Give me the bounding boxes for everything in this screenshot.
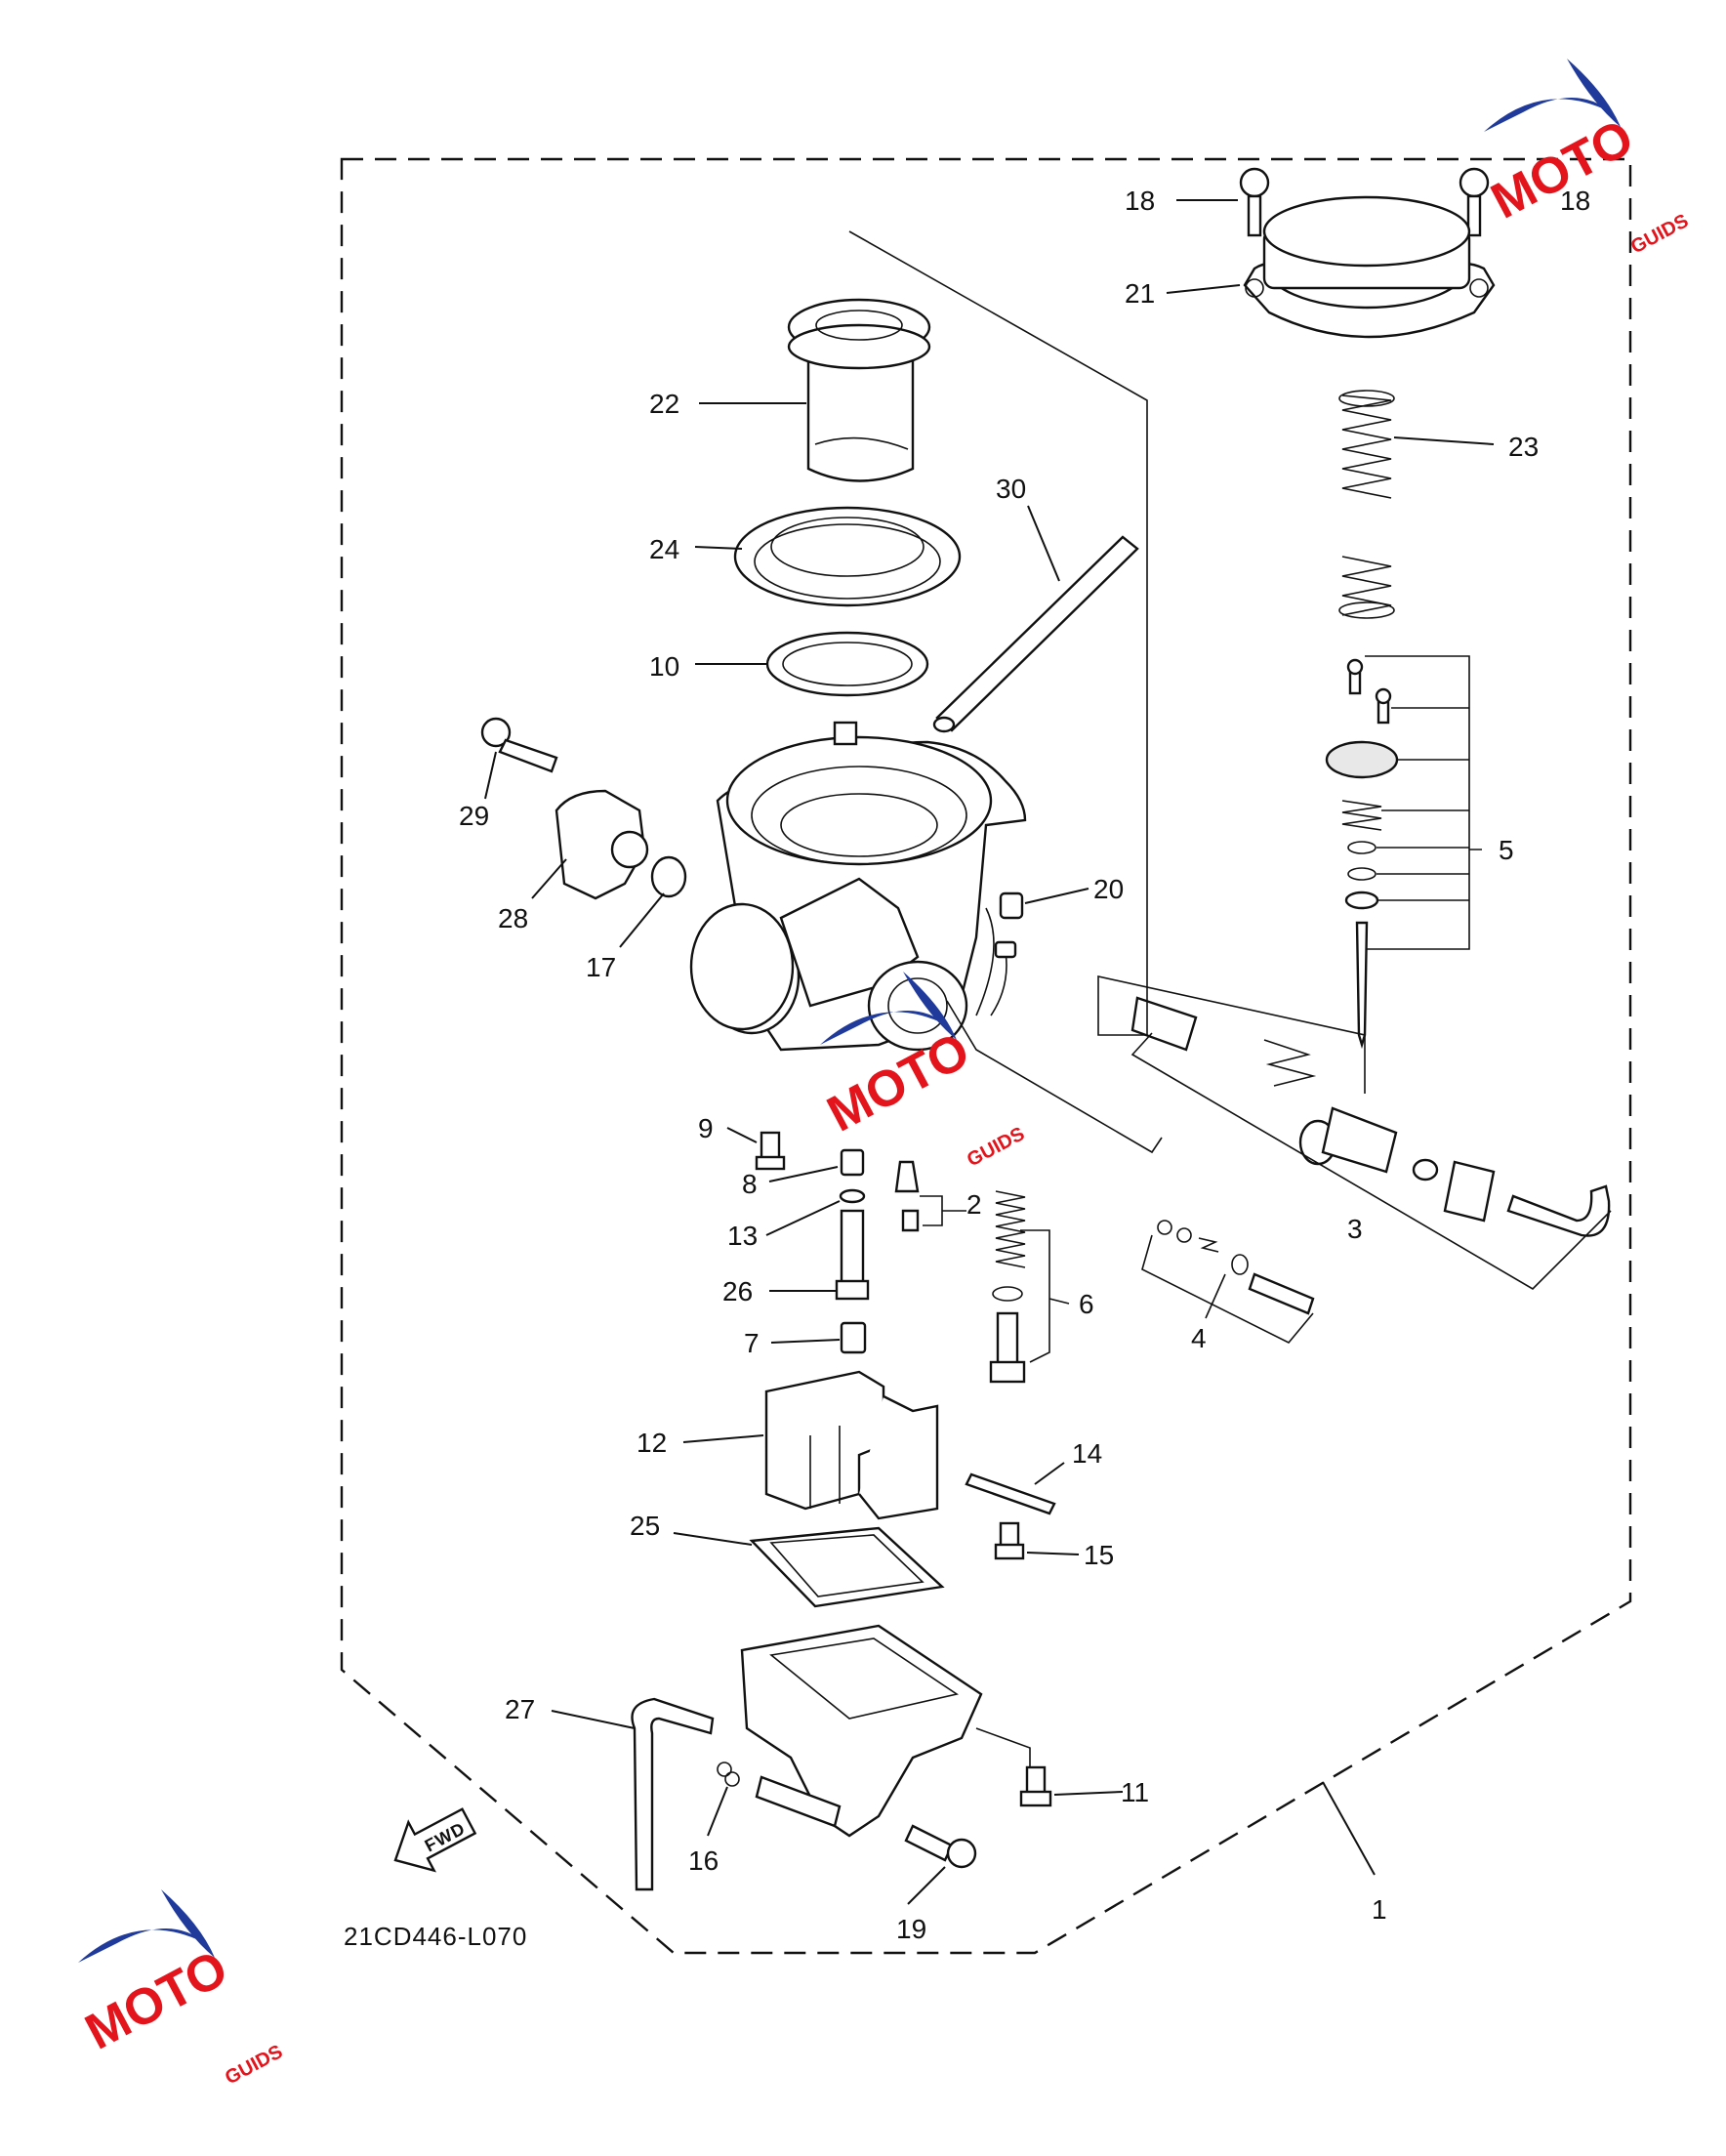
label-8: 8 xyxy=(742,1169,758,1199)
jet-8 xyxy=(840,1148,865,1177)
label-6: 6 xyxy=(1079,1289,1094,1319)
label-29: 29 xyxy=(459,801,489,831)
label-14: 14 xyxy=(1072,1438,1102,1469)
main-jet-7 xyxy=(840,1321,867,1354)
screw-9 xyxy=(755,1131,786,1171)
starter-plunger-3 xyxy=(1130,996,1611,1237)
ring-10 xyxy=(765,631,929,697)
pin-14 xyxy=(965,1472,1056,1515)
label-4: 4 xyxy=(1191,1323,1207,1353)
diagram-code: 21CD446-L070 xyxy=(344,1922,527,1951)
logo-brand-bottom: MOTO xyxy=(76,1940,236,2061)
label-23: 23 xyxy=(1508,432,1539,462)
screw-18-right xyxy=(1459,167,1490,237)
label-18b: 18 xyxy=(1560,186,1590,216)
label-19: 19 xyxy=(896,1914,926,1944)
label-1: 1 xyxy=(1372,1894,1387,1925)
label-15: 15 xyxy=(1084,1540,1114,1570)
top-cover-21 xyxy=(1243,195,1496,339)
holder-28 xyxy=(555,789,649,900)
label-13: 13 xyxy=(727,1221,758,1251)
logo-suffix: GUIDS xyxy=(1627,210,1692,258)
label-7: 7 xyxy=(744,1328,760,1358)
watermark-logo-bottom-left: MOTO GUIDS xyxy=(76,1889,286,2089)
label-22: 22 xyxy=(649,389,679,419)
ring-17 xyxy=(650,855,687,898)
label-21: 21 xyxy=(1125,278,1155,309)
label-28: 28 xyxy=(498,903,528,933)
spring-23 xyxy=(1338,390,1395,619)
ring-13 xyxy=(839,1188,866,1204)
needle-jet-26 xyxy=(835,1209,870,1301)
float-bowl xyxy=(740,1624,983,1838)
needle-assembly-5 xyxy=(1325,658,1399,1050)
leader-lines xyxy=(484,199,1612,1905)
label-12: 12 xyxy=(637,1428,667,1458)
callout-labels: 18 18 21 22 23 30 24 10 5 29 20 28 17 9 … xyxy=(459,186,1590,1944)
hose-27 xyxy=(631,1697,715,1891)
screw-11 xyxy=(1019,1765,1052,1807)
clip-16 xyxy=(717,1762,740,1787)
label-5: 5 xyxy=(1499,835,1514,865)
cap-20 xyxy=(990,891,1024,1016)
label-17: 17 xyxy=(586,952,616,982)
drain-screw-19 xyxy=(904,1824,977,1869)
label-24: 24 xyxy=(649,534,679,564)
screw-15 xyxy=(994,1521,1025,1560)
label-11: 11 xyxy=(1121,1777,1149,1807)
screw-18-left xyxy=(1239,167,1270,237)
label-3: 3 xyxy=(1347,1214,1363,1244)
fwd-arrow: FWD xyxy=(393,1807,477,1873)
diaphragm-24 xyxy=(733,506,962,607)
pilot-screw-6 xyxy=(989,1190,1026,1384)
logo-suffix-center: GUIDS xyxy=(964,1123,1028,1171)
assembly-outline xyxy=(340,157,1632,1955)
jet-2 xyxy=(894,1160,920,1232)
label-10: 10 xyxy=(649,651,679,682)
piston-slide-22 xyxy=(787,298,931,482)
label-26: 26 xyxy=(722,1276,753,1306)
label-16: 16 xyxy=(688,1845,719,1876)
gasket-25 xyxy=(749,1526,945,1608)
label-20: 20 xyxy=(1093,874,1124,904)
label-30: 30 xyxy=(996,474,1026,504)
label-18: 18 xyxy=(1125,186,1155,216)
rod-30 xyxy=(932,535,1139,733)
screw-29 xyxy=(480,717,558,773)
carburetor-body xyxy=(689,721,1027,1052)
label-25: 25 xyxy=(630,1511,660,1541)
logo-suffix-bottom: GUIDS xyxy=(222,2041,286,2089)
float-12 xyxy=(764,1370,939,1520)
label-9: 9 xyxy=(698,1113,714,1143)
adjust-screw-4 xyxy=(1157,1220,1315,1315)
label-2: 2 xyxy=(966,1189,982,1220)
label-27: 27 xyxy=(505,1694,535,1724)
